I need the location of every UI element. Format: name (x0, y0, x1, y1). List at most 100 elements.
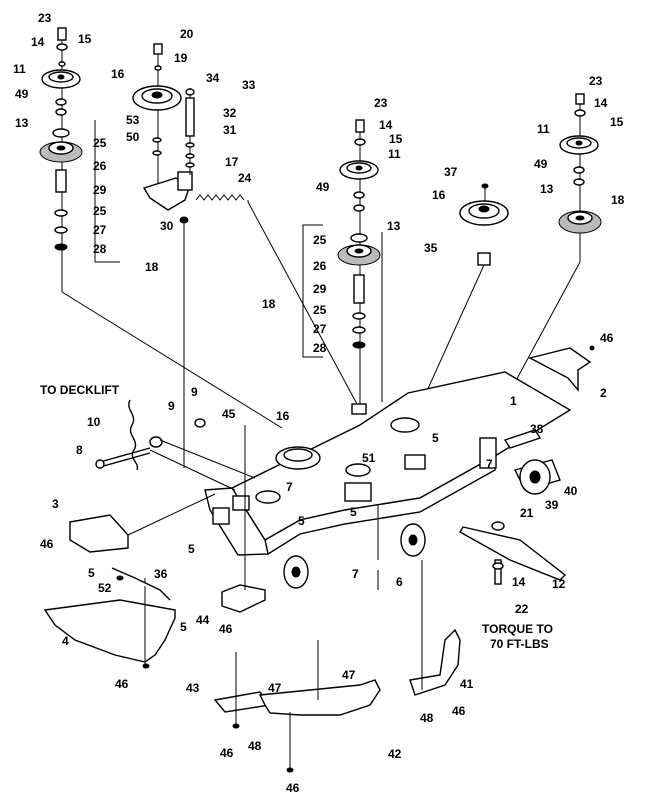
callout-16c: 16 (276, 409, 290, 423)
callout-52: 52 (98, 581, 112, 595)
callout-7c: 7 (352, 567, 359, 581)
note-to-decklift: TO DECKLIFT (40, 383, 120, 397)
callout-1: 1 (510, 394, 517, 408)
callout-45: 45 (222, 407, 236, 421)
callout-5e: 5 (88, 566, 95, 580)
callout-25b: 25 (93, 204, 107, 218)
callout-49b: 49 (316, 180, 330, 194)
callout-15b: 15 (389, 132, 403, 146)
callout-25c: 25 (313, 233, 327, 247)
callout-48b: 48 (248, 739, 262, 753)
callout-13c: 13 (540, 182, 554, 196)
callout-36: 36 (154, 567, 168, 581)
center-spindle-assembly (302, 119, 383, 410)
callout-46d: 46 (115, 677, 129, 691)
callout-37: 37 (444, 165, 458, 179)
callout-11b: 11 (388, 147, 401, 161)
callout-47b: 47 (342, 668, 356, 682)
callout-10: 10 (87, 415, 101, 429)
decklift-chain (95, 399, 256, 491)
callout-15c: 15 (610, 115, 624, 129)
callout-47a: 47 (268, 681, 282, 695)
callout-26b: 26 (313, 259, 327, 273)
callout-50: 50 (126, 130, 140, 144)
callout-14c: 14 (594, 96, 608, 110)
callout-46e: 46 (452, 704, 466, 718)
callout-4: 4 (62, 634, 69, 648)
callout-16a: 16 (111, 67, 125, 81)
callout-5d: 5 (350, 505, 357, 519)
rear-shield (528, 345, 595, 392)
callout-18b: 18 (262, 297, 276, 311)
discharge-chute (43, 567, 176, 669)
callout-18c: 18 (611, 193, 625, 207)
callout-7a: 7 (486, 457, 493, 471)
callout-13b: 13 (387, 219, 401, 233)
mower-deck (204, 371, 572, 590)
callout-9a: 9 (191, 385, 198, 399)
callout-46g: 46 (286, 781, 300, 795)
bracket-44 (221, 425, 266, 613)
callout-26a: 26 (93, 159, 107, 173)
callout-42: 42 (388, 747, 402, 761)
block-part (69, 493, 216, 553)
callout-49c: 49 (534, 157, 548, 171)
callout-16b: 16 (432, 188, 446, 202)
callout-5b: 5 (188, 542, 195, 556)
callout-48a: 48 (420, 711, 434, 725)
callout-11a: 11 (13, 62, 26, 76)
callout-12: 12 (552, 577, 566, 591)
callout-31: 31 (223, 123, 237, 137)
callout-9b: 9 (168, 399, 175, 413)
callout-20: 20 (180, 27, 194, 41)
idler-arm-assembly (132, 43, 358, 468)
callout-22: 22 (515, 602, 529, 616)
callout-34: 34 (206, 71, 220, 85)
callout-11c: 11 (537, 122, 550, 136)
callout-44: 44 (196, 613, 210, 627)
callout-14d: 14 (512, 575, 526, 589)
callout-41: 41 (460, 677, 474, 691)
callout-19: 19 (174, 51, 188, 65)
callout-33: 33 (242, 78, 256, 92)
note-torque-line1: TORQUE TO (482, 622, 553, 636)
callout-49a: 49 (15, 87, 29, 101)
callout-38: 38 (530, 422, 544, 436)
callout-51: 51 (362, 451, 376, 465)
right-idler-pulley (415, 183, 509, 416)
callout-30: 30 (160, 219, 174, 233)
callout-23a: 23 (38, 11, 52, 25)
callout-2: 2 (600, 386, 607, 400)
callout-5a: 5 (432, 431, 439, 445)
callout-40: 40 (564, 484, 578, 498)
callout-29a: 29 (93, 183, 107, 197)
left-spindle-assembly (39, 27, 283, 429)
callout-32: 32 (223, 106, 237, 120)
rear-wheel-assembly (503, 429, 561, 495)
callout-39: 39 (545, 498, 559, 512)
callout-6: 6 (396, 575, 403, 589)
deck-baffles (213, 560, 461, 773)
callout-27a: 27 (93, 223, 107, 237)
callout-46b: 46 (40, 537, 54, 551)
callout-5f: 5 (180, 620, 187, 634)
callout-28a: 28 (93, 242, 107, 256)
blade-assembly (459, 521, 567, 585)
right-spindle-assembly (484, 93, 602, 439)
callout-46f: 46 (220, 746, 234, 760)
callout-23c: 23 (589, 74, 603, 88)
callout-46c: 46 (219, 622, 233, 636)
callout-7b: 7 (286, 480, 293, 494)
callout-43: 43 (186, 681, 200, 695)
callout-14a: 14 (31, 35, 45, 49)
callout-28b: 28 (313, 341, 327, 355)
callout-13a: 13 (15, 116, 29, 130)
callout-25d: 25 (313, 303, 327, 317)
callout-53: 53 (126, 113, 140, 127)
callout-24: 24 (238, 171, 252, 185)
callout-27b: 27 (313, 322, 327, 336)
callout-3: 3 (52, 497, 59, 511)
note-torque-line2: 70 FT-LBS (490, 637, 549, 651)
